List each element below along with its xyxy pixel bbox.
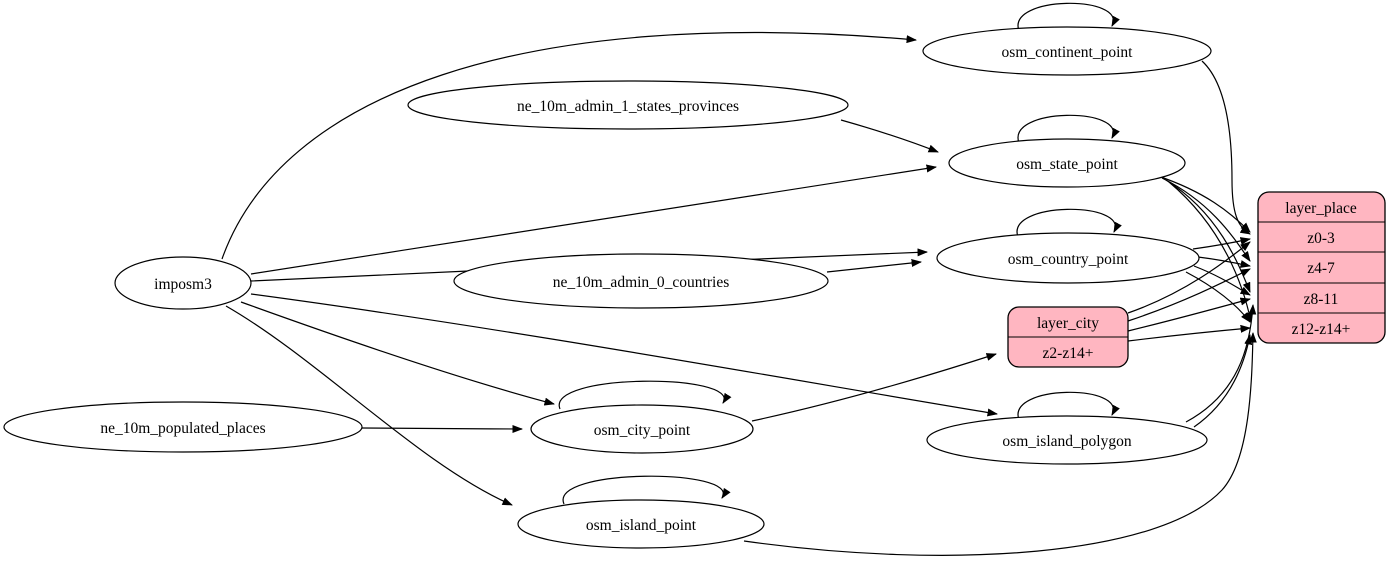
- selfloop-osm-city-point: [558, 380, 732, 410]
- edge-osm-state-point-z0-3: [1157, 175, 1251, 233]
- node-osm-city-point-label: osm_city_point: [594, 422, 691, 439]
- edge-osm-city-point-layer-city: [751, 353, 997, 422]
- edge-osm-state-point-z12-z14: [1168, 181, 1253, 323]
- edge-layer-city-z4-7: [1127, 268, 1251, 322]
- edge-osm-island-polygon-z8-11: [1185, 304, 1257, 423]
- node-osm-continent-point-shape: [922, 26, 1212, 76]
- node-ne-10m-admin-0-countries-label: ne_10m_admin_0_countries: [553, 274, 730, 291]
- node-osm-country-point-label: osm_country_point: [1008, 251, 1129, 268]
- edge-imposm3-osm-island-polygon: [250, 293, 998, 417]
- node-osm-island-polygon: osm_island_polygon: [926, 415, 1208, 465]
- node-osm-island-polygon-label: osm_island_polygon: [1002, 433, 1131, 450]
- record-layer-place-row-z4-7: z4-7: [1307, 260, 1335, 277]
- selfloop-osm-country-point: [1016, 208, 1122, 238]
- edge-osm-island-polygon-z12-z14: [1193, 334, 1253, 428]
- node-osm-state-point: osm_state_point: [948, 138, 1186, 188]
- node-ne-10m-admin-1-states-provinces: ne_10m_admin_1_states_provinces: [407, 80, 849, 130]
- edge-osm-country-point-z0-3: [1192, 237, 1251, 250]
- record-layer-city-row-z2-z14: z2-z14+: [1043, 345, 1094, 362]
- edge-osm-state-point-z8-11: [1165, 179, 1251, 293]
- edge-osm-state-point-z4-7: [1161, 177, 1251, 262]
- node-imposm3-label: imposm3: [154, 276, 212, 293]
- edge-osm-country-point-z12-z14: [1185, 271, 1251, 323]
- node-osm-island-point-shape: [517, 499, 765, 549]
- node-ne-10m-populated-places: ne_10m_populated_places: [3, 401, 363, 453]
- record-layer-city-title: layer_city: [1037, 315, 1099, 332]
- edge-imposm3-osm-city-point: [240, 301, 555, 406]
- record-layer-place-box: [1257, 191, 1386, 344]
- edges: [221, 2, 1257, 556]
- record-layer-city: layer_city z2-z14+: [1007, 306, 1129, 368]
- record-layer-place: layer_place z0-3 z4-7 z8-11 z12-z14+: [1257, 191, 1386, 344]
- selfloop-osm-continent-point: [1017, 2, 1120, 32]
- edge-imposm3-osm-island-point: [225, 305, 513, 506]
- selfloop-osm-state-point: [1017, 114, 1120, 144]
- node-osm-city-point-shape: [530, 404, 754, 454]
- node-ne-10m-populated-places-label: ne_10m_populated_places: [100, 420, 265, 437]
- edge-imposm3-osm-continent-point: [221, 31, 917, 260]
- record-layer-place-row-z8-11: z8-11: [1304, 291, 1339, 308]
- node-ne-10m-populated-places-shape: [3, 401, 363, 453]
- edge-osm-country-point-z4-7: [1197, 256, 1251, 268]
- selfloop-osm-island-point: [562, 475, 731, 505]
- node-osm-state-point-shape: [948, 138, 1186, 188]
- record-layer-place-row-z0-3: z0-3: [1307, 230, 1335, 247]
- node-imposm3: imposm3: [114, 256, 252, 310]
- node-osm-continent-point-label: osm_continent_point: [1002, 44, 1134, 61]
- edge-osm-country-point-z8-11: [1193, 265, 1251, 296]
- selfloop-osm-island-polygon: [1017, 391, 1120, 421]
- node-imposm3-shape: [114, 256, 252, 310]
- node-osm-country-point-shape: [936, 232, 1200, 284]
- edge-layer-city-z8-11: [1127, 297, 1251, 332]
- edge-layer-city-z12-z14: [1127, 324, 1251, 342]
- node-osm-island-point-label: osm_island_point: [586, 517, 697, 534]
- edge-layer-city-z0-3: [1127, 241, 1251, 314]
- edge-ne-admin0-osm-country-point: [826, 258, 922, 273]
- record-layer-place-row-z12-z14: z12-z14+: [1292, 321, 1351, 338]
- node-ne-10m-admin-0-countries-shape: [453, 253, 829, 309]
- node-ne-10m-admin-0-countries: ne_10m_admin_0_countries: [453, 253, 829, 309]
- edge-imposm3-osm-state-point: [250, 164, 937, 275]
- node-osm-city-point: osm_city_point: [530, 404, 754, 454]
- record-layer-place-title: layer_place: [1285, 200, 1357, 217]
- edge-osm-island-point-z12-z14: [743, 332, 1257, 556]
- edge-ne-populated-osm-city-point: [361, 424, 523, 433]
- node-osm-island-point: osm_island_point: [517, 499, 765, 549]
- node-osm-state-point-label: osm_state_point: [1016, 156, 1118, 173]
- node-osm-island-polygon-shape: [926, 415, 1208, 465]
- node-ne-10m-admin-1-states-provinces-shape: [407, 80, 849, 130]
- node-osm-country-point: osm_country_point: [936, 232, 1200, 284]
- node-osm-continent-point: osm_continent_point: [922, 26, 1212, 76]
- edge-osm-continent-point-z0-3: [1201, 60, 1251, 235]
- node-ne-10m-admin-1-states-provinces-label: ne_10m_admin_1_states_provinces: [517, 98, 739, 115]
- edge-ne-admin1-osm-state-point: [840, 119, 939, 153]
